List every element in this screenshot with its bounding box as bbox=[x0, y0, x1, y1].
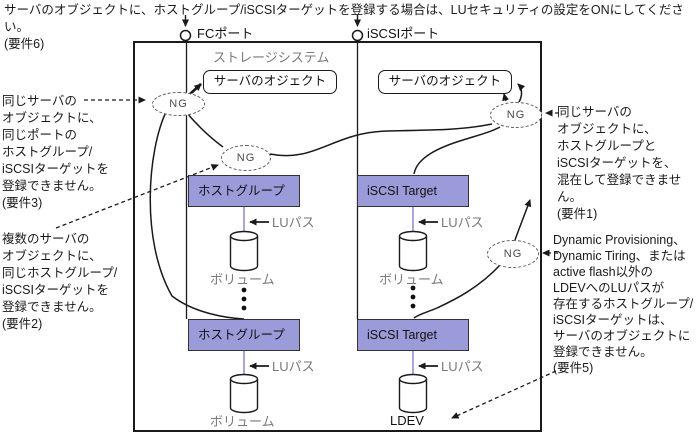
lu-path-label-3: LUパス bbox=[272, 359, 315, 374]
annotation-requirement5: Dynamic Provisioning、 Dynamic Tiring、または… bbox=[553, 233, 694, 375]
annotation-requirement3: 同じサーバの オブジェクトに、 同じポートの ホストグループ/ iSCSIターゲ… bbox=[2, 94, 109, 210]
dashed-arrow-req2-to-ng2 bbox=[55, 164, 219, 229]
curve-ng3-to-server-right-b bbox=[517, 83, 526, 103]
storage-system-box bbox=[133, 41, 542, 432]
iscsi-target-box-bottom: iSCSI Target bbox=[357, 319, 469, 351]
curve-ng4-up-arrow bbox=[514, 199, 532, 241]
curve-ng2-to-ng3 bbox=[269, 123, 493, 157]
ng-badge-2: NG bbox=[221, 145, 271, 171]
host-group-box-bottom: ホストグループ bbox=[188, 319, 300, 351]
volume-label-1: ボリューム bbox=[210, 272, 275, 287]
curve-iscsitarget-to-ng3 bbox=[413, 126, 501, 175]
lu-path-arrows bbox=[249, 218, 438, 370]
curve-ng1-to-hostgroup-bottom bbox=[149, 111, 245, 320]
host-group-box-top: ホストグループ bbox=[188, 175, 300, 207]
server-object-box-right: サーバのオジェクト bbox=[378, 70, 512, 94]
server-object-box-left: サーバのオジェクト bbox=[203, 70, 337, 94]
ng-badge-3: NG bbox=[490, 102, 542, 128]
curve-ng3-to-server-right-a bbox=[502, 93, 509, 102]
iscsi-port-label: iSCSIポート bbox=[367, 26, 440, 41]
top-note: サーバのオブジェクトに、ホストグループ/iSCSIターゲットを登録する場合は、L… bbox=[4, 3, 684, 51]
lu-path-label-1: LUパス bbox=[272, 215, 315, 230]
annotation-requirement1: 同じサーバの オブジェクトに、 ホストグループと iSCSIターゲットを、 混在… bbox=[557, 105, 682, 221]
lu-path-label-2: LUパス bbox=[441, 215, 484, 230]
iscsi-port-icon bbox=[351, 29, 364, 42]
volume-label-2: ボリューム bbox=[379, 272, 444, 287]
storage-system-label: ストレージシステム bbox=[213, 50, 330, 65]
volume-label-3: ボリューム bbox=[210, 414, 275, 429]
volume-cylinders bbox=[229, 230, 428, 414]
curve-ng1-to-ng2 bbox=[185, 111, 224, 148]
ng-badge-4: NG bbox=[487, 240, 539, 268]
lu-path-label-4: LUパス bbox=[441, 359, 484, 374]
iscsi-target-box-top: iSCSI Target bbox=[357, 175, 469, 207]
fc-port-label: FCポート bbox=[197, 26, 254, 41]
dashed-arrow-req5-to-ldev bbox=[451, 370, 557, 419]
ellipsis-dots bbox=[241, 285, 416, 311]
annotation-requirement2: 複数のサーバの オブジェクトに、 同じホストグループ/ iSCSIターゲットを … bbox=[2, 232, 118, 331]
fc-port-icon bbox=[179, 29, 192, 42]
lu-path-links bbox=[243, 207, 414, 376]
ldev-label: LDEV bbox=[390, 413, 424, 428]
ng-badge-1: NG bbox=[152, 92, 205, 116]
curve-ng4-to-iscsitarget-bottom bbox=[413, 263, 502, 319]
